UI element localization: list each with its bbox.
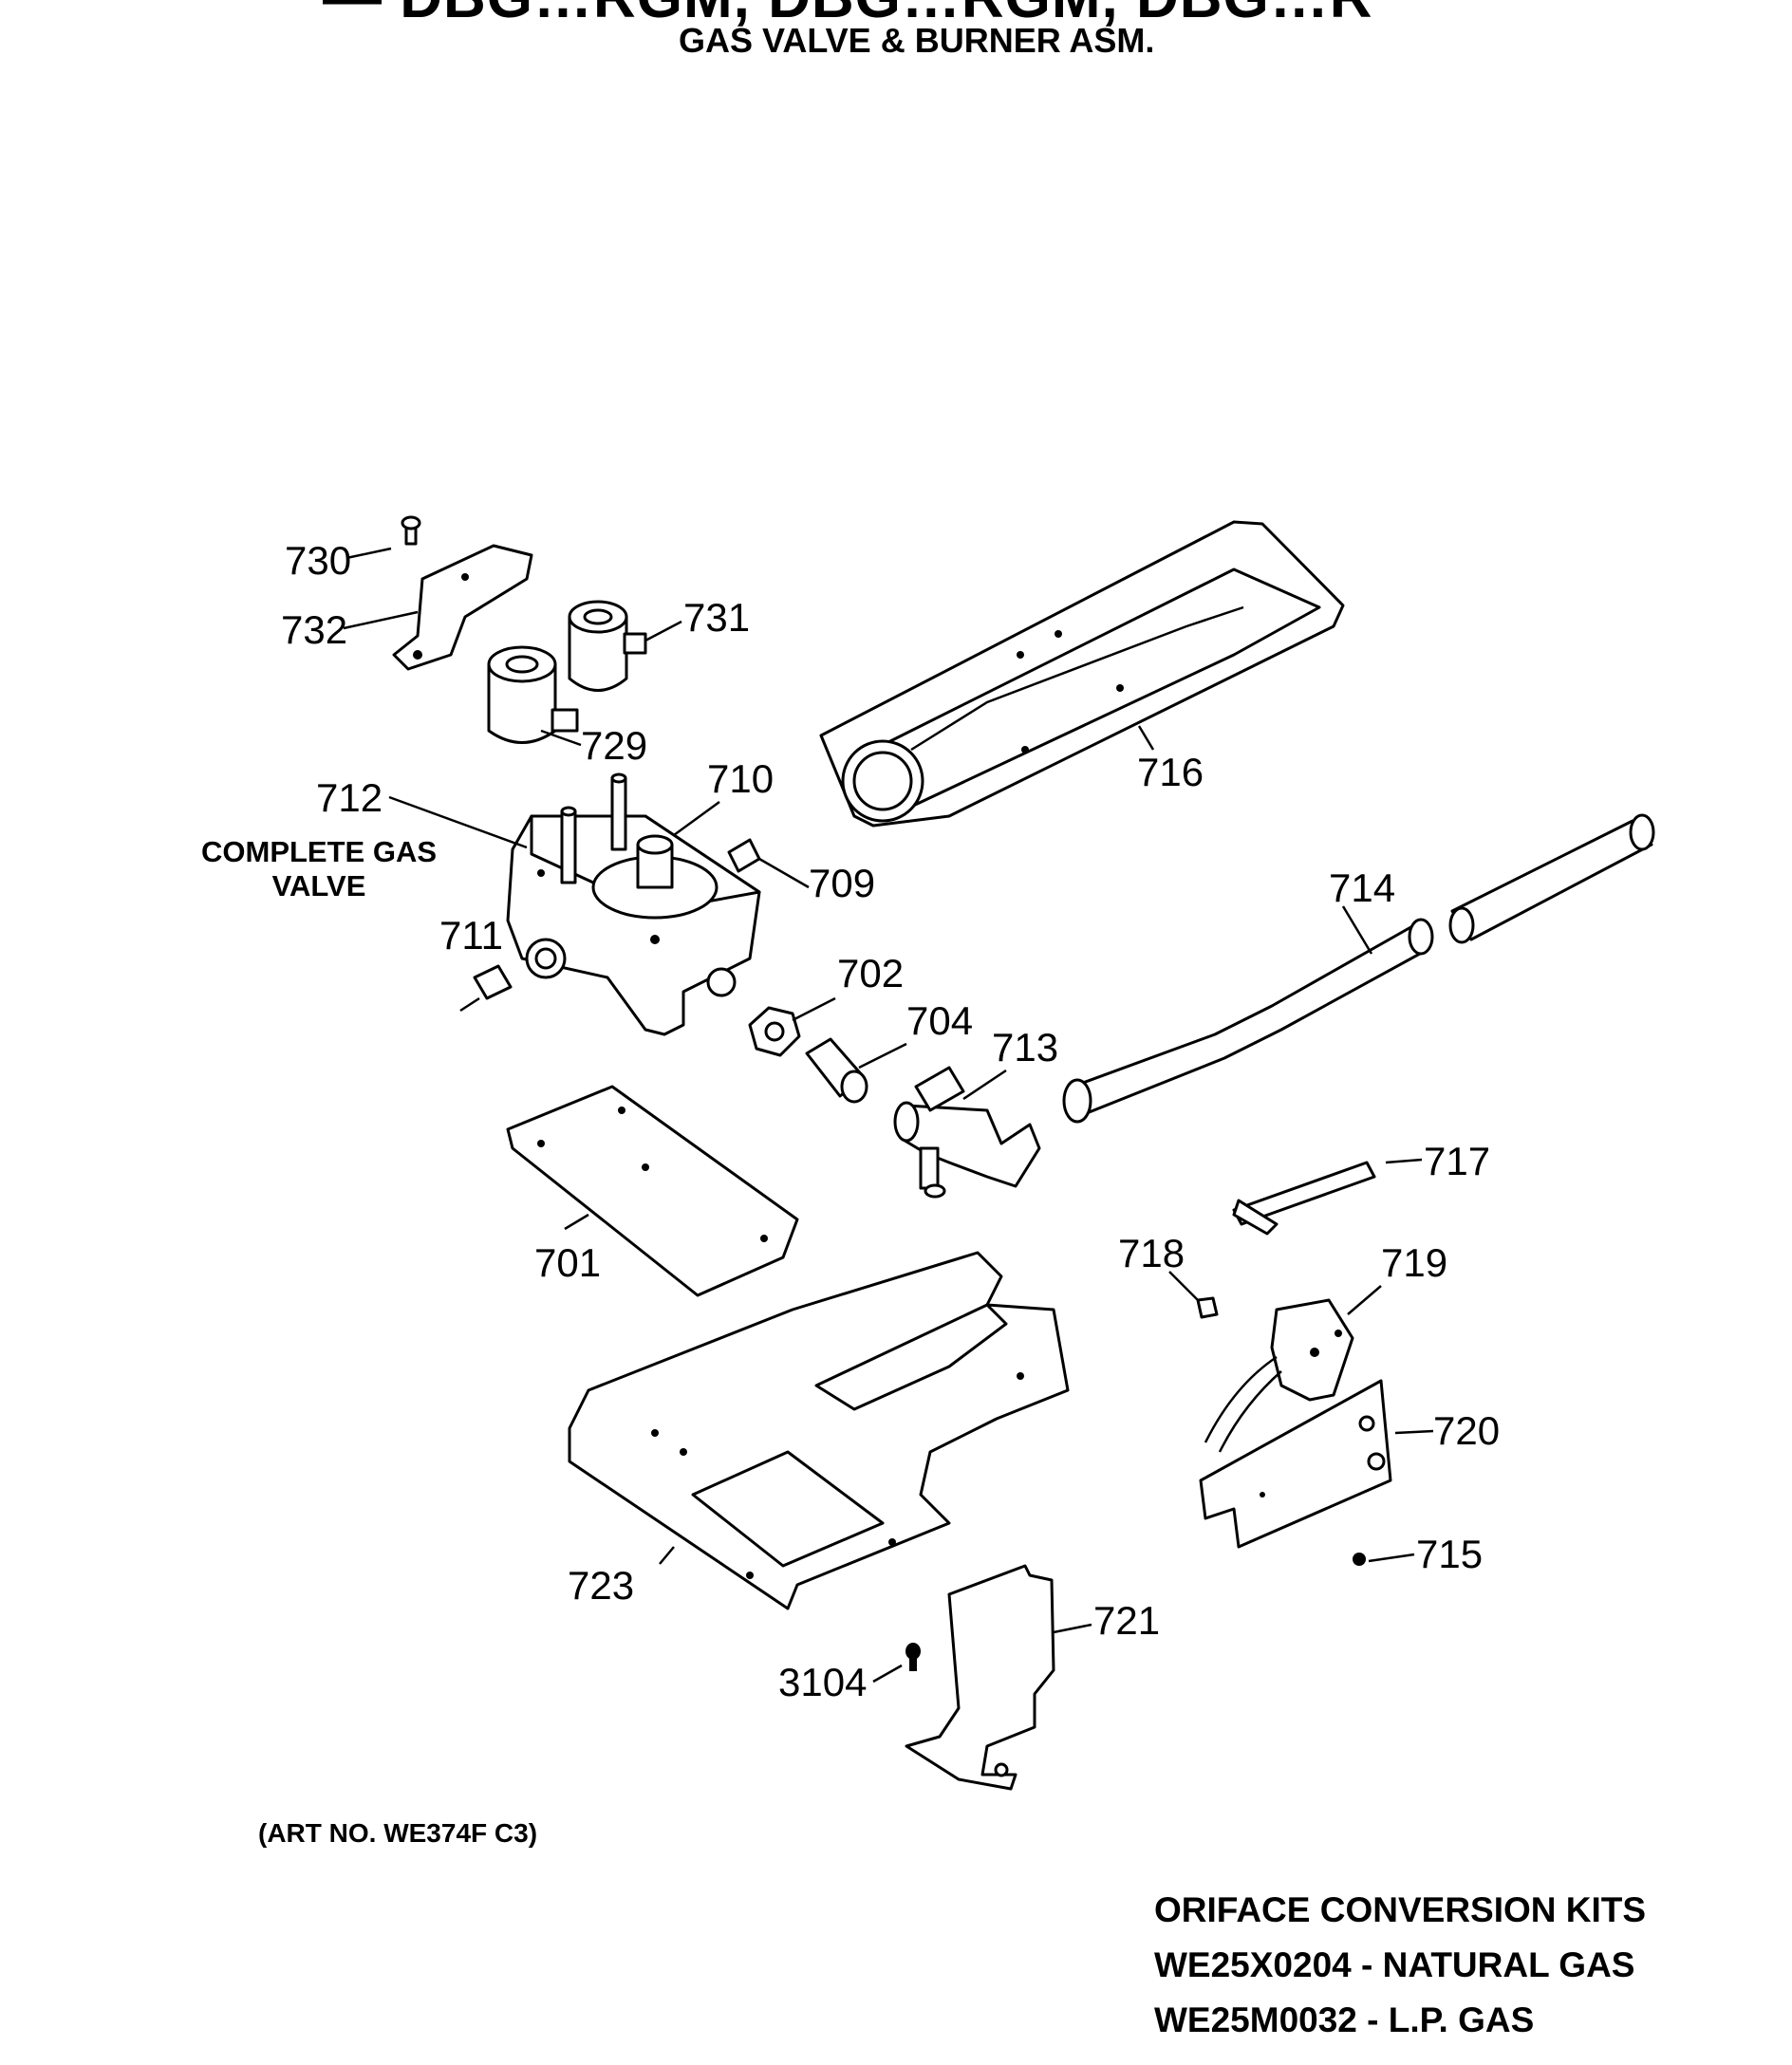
label-717: 717: [1424, 1139, 1490, 1183]
label-712: 712: [316, 775, 383, 820]
label-704: 704: [906, 998, 973, 1043]
complete-gas-valve-line-2: VALVE: [271, 869, 366, 902]
complete-gas-valve-line-1: COMPLETE GAS: [201, 835, 438, 868]
label-732: 732: [281, 607, 347, 652]
part-717-igniter: [1232, 1161, 1376, 1236]
part-713-elbow-valve: [893, 1066, 1041, 1199]
conversion-kit-lp-gas: WE25M0032 - L.P. GAS: [1154, 2000, 1535, 2039]
part-number-labels: 730 732 731 729 712 710 709 711 702 704 …: [281, 538, 1500, 1704]
label-716: 716: [1137, 750, 1204, 794]
label-720: 720: [1433, 1408, 1500, 1453]
label-729: 729: [581, 723, 647, 768]
part-712-gas-valve: [506, 772, 761, 1036]
label-723: 723: [568, 1563, 634, 1608]
label-710: 710: [707, 756, 774, 801]
label-3104: 3104: [778, 1660, 867, 1704]
part-716-burner-housing: [819, 520, 1345, 828]
part-711-fitting: [473, 964, 513, 1000]
leader-lines: [343, 547, 1434, 1684]
complete-gas-valve-note: COMPLETE GAS VALVE: [201, 835, 437, 903]
label-702: 702: [837, 951, 904, 995]
label-701: 701: [534, 1240, 601, 1285]
label-715: 715: [1416, 1532, 1483, 1576]
label-711: 711: [439, 913, 503, 958]
part-720-plate: [1199, 1379, 1392, 1549]
part-701-plate: [506, 1085, 799, 1297]
part-729-coil: [487, 645, 579, 744]
part-709-fitting: [727, 838, 761, 873]
part-3104-screw: [905, 1643, 921, 1671]
model-line-header: — DBG…RGM, DBG…RGM, DBG…R: [323, 0, 1792, 31]
conversion-kit-natural-gas: WE25X0204 - NATURAL GAS: [1154, 1945, 1635, 1984]
label-721: 721: [1093, 1598, 1160, 1643]
part-732-bracket: [392, 544, 533, 671]
part-730-screw: [401, 515, 421, 546]
part-702-nut: [748, 1006, 801, 1057]
part-714-burner-tube: [1062, 813, 1655, 1124]
label-730: 730: [285, 538, 351, 583]
label-713: 713: [992, 1025, 1058, 1070]
part-718-screw: [1196, 1296, 1219, 1319]
label-731: 731: [683, 595, 750, 640]
part-721-bracket: [905, 1564, 1055, 1791]
label-714: 714: [1329, 865, 1395, 910]
label-709: 709: [809, 861, 875, 905]
part-719-igniter-bracket: [1204, 1298, 1354, 1453]
part-723-base-frame: [568, 1251, 1070, 1610]
diagram-title: GAS VALVE & BURNER ASM.: [679, 21, 1155, 60]
conversion-kits-block: ORIFACE CONVERSION KITS WE25X0204 - NATU…: [1154, 1883, 1646, 2048]
label-718: 718: [1118, 1231, 1185, 1275]
part-715-screw: [1353, 1553, 1366, 1566]
conversion-kits-heading: ORIFACE CONVERSION KITS: [1154, 1890, 1647, 1929]
part-704-orifice: [805, 1037, 868, 1104]
art-number: (ART NO. WE374F C3): [258, 1818, 538, 1848]
part-731-coil: [568, 600, 647, 692]
label-719: 719: [1381, 1240, 1447, 1285]
